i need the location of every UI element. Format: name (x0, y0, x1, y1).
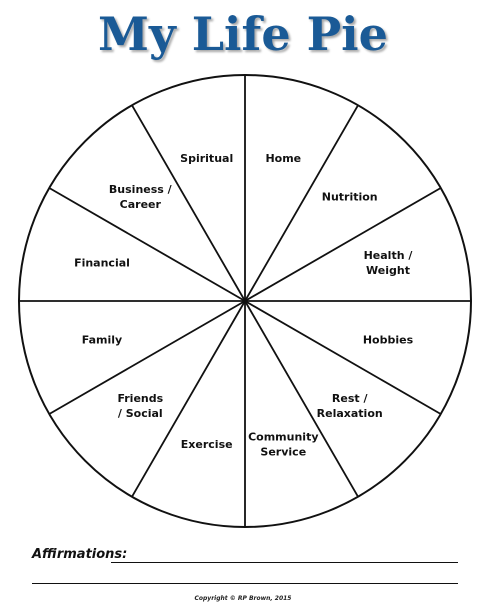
pie-divider-line (131, 104, 246, 302)
pie-divider-line (244, 104, 359, 302)
pie-divider-line (244, 187, 442, 302)
pie-segment-label-line: Relaxation (317, 407, 383, 420)
pie-segment-label-line: Community (248, 431, 318, 444)
pie-segment-label-line: Hobbies (363, 333, 414, 346)
pie-segment-label-line: / Social (118, 407, 163, 420)
pie-segment-label-line: Family (82, 333, 122, 346)
pie-segment-label-line: Exercise (181, 438, 233, 451)
pie-segment-label-line: Spiritual (180, 152, 233, 165)
pie-segment-label: Spiritual (180, 152, 233, 165)
pie-segment-label: Health / Weight (364, 249, 414, 277)
pie-segment-label-line: Business / (109, 183, 173, 196)
pie-segment-label: Financial (74, 257, 130, 270)
pie-segment-label: Home (265, 152, 301, 165)
pie-segment-label-line: Career (120, 198, 162, 211)
affirmation-line-2[interactable] (32, 583, 458, 584)
pie-segment-label: Nutrition (322, 190, 378, 203)
pie-divider-line (131, 300, 246, 498)
affirmation-line-1[interactable] (111, 562, 458, 563)
pie-segment-label: Friends / Social (117, 392, 163, 420)
pie-segment-label-line: Nutrition (322, 190, 378, 203)
pie-segment-label-line: Friends (117, 392, 163, 405)
pie-segment-label-line: Weight (366, 264, 410, 277)
pie-segment-label-line: Service (260, 446, 306, 459)
pie-segment-label: Hobbies (363, 333, 414, 346)
pie-segment-label: Business / Career (109, 183, 173, 211)
pie-divider-line (48, 300, 246, 415)
pie-divider-line (244, 300, 442, 415)
pie-segment-label: Rest / Relaxation (317, 392, 383, 420)
pie-segment-label-line: Financial (74, 257, 130, 270)
pie-segment-label-line: Rest / (332, 392, 369, 405)
pie-segment-label: Exercise (181, 438, 233, 451)
pie-segment-label: Family (82, 333, 122, 346)
pie-segment-label-line: Home (265, 152, 301, 165)
pie-divider-lines (19, 75, 471, 527)
copyright-text: Copyright © RP Brown, 2015 (194, 595, 292, 602)
pie-divider-line (244, 300, 359, 498)
page-title: My Life Pie (98, 7, 388, 61)
affirmations-label: Affirmations: (32, 547, 128, 562)
pie-segment-label-line: Health / (364, 249, 414, 262)
pie-divider-line (48, 187, 246, 302)
